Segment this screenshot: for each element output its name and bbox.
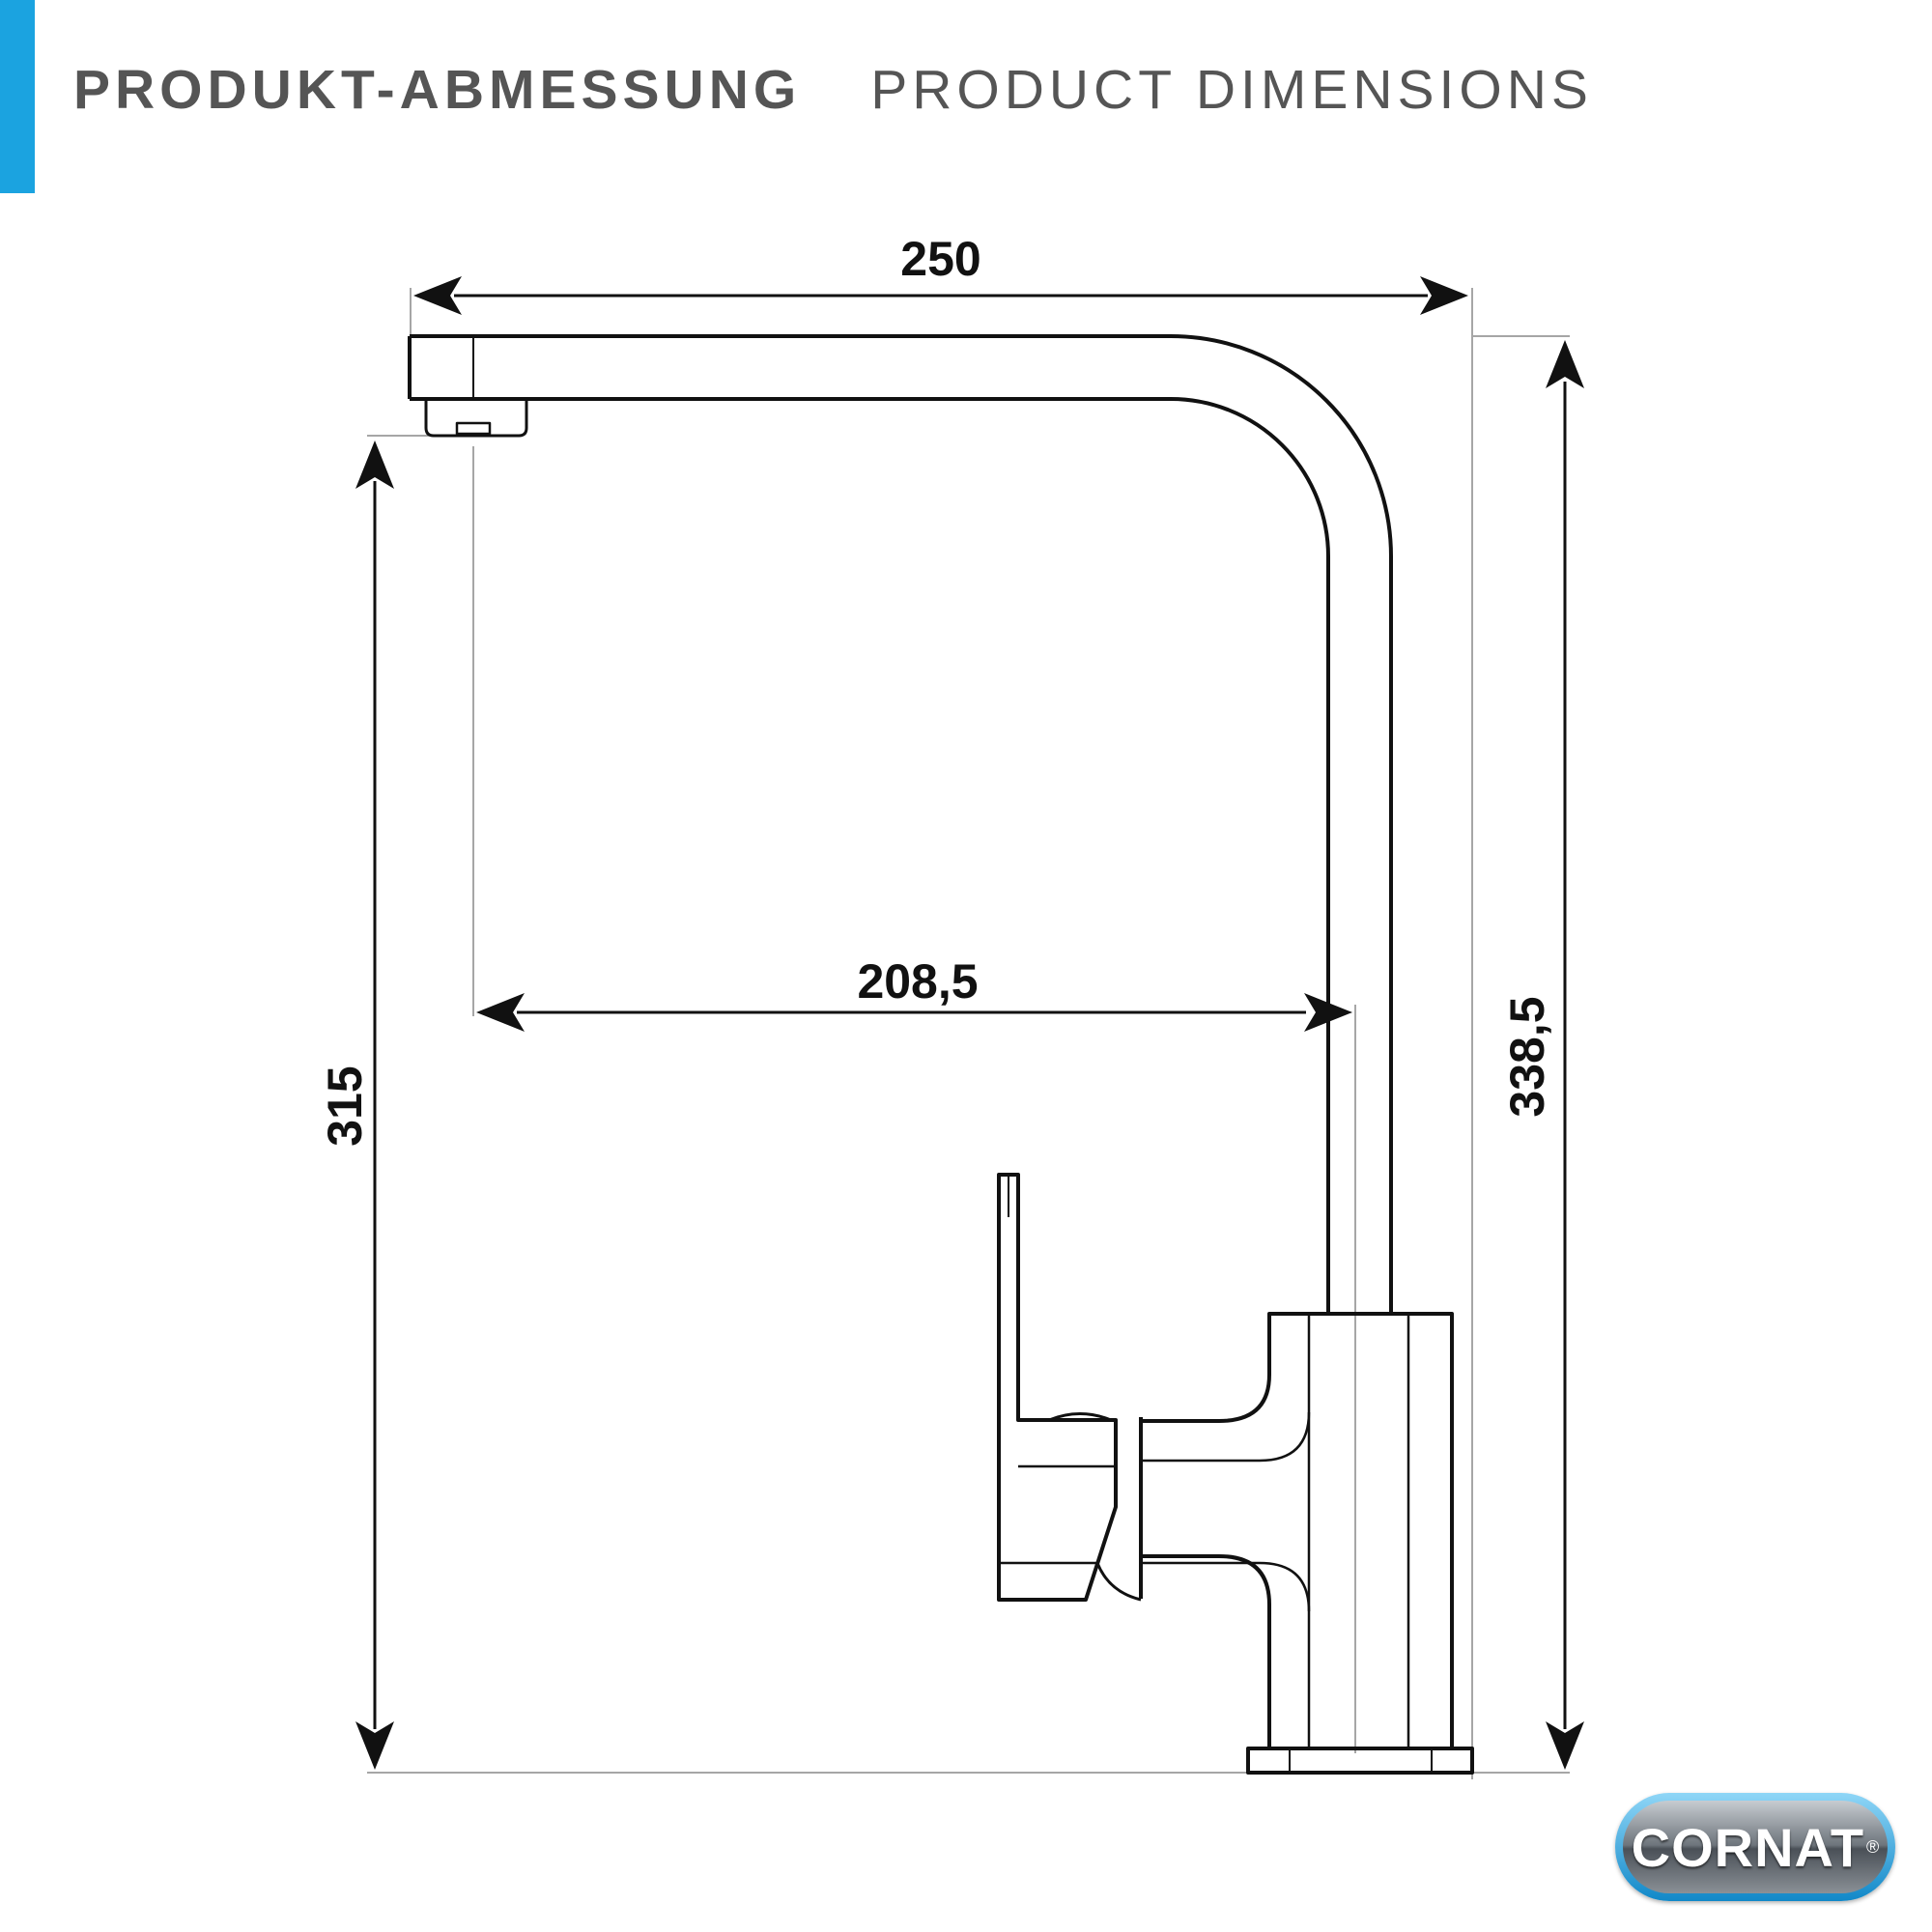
lever-handle bbox=[997, 1173, 1118, 1602]
faucet-body bbox=[1139, 1312, 1454, 1750]
logo-text: CORNAT bbox=[1631, 1816, 1865, 1878]
base-plate bbox=[1246, 1747, 1474, 1775]
dimension-width-250 bbox=[413, 276, 1468, 315]
label-width: 250 bbox=[900, 232, 980, 286]
page-header: PRODUKT-ABMESSUNG PRODUCT DIMENSIONS bbox=[73, 56, 1593, 124]
dimension-height-338 bbox=[1546, 340, 1584, 1770]
registered-mark: ® bbox=[1866, 1836, 1880, 1857]
logo-badge: CORNAT® bbox=[1623, 1801, 1888, 1893]
title-german: PRODUKT-ABMESSUNG bbox=[73, 59, 802, 121]
label-spout-height: 315 bbox=[318, 1065, 372, 1146]
aerator bbox=[424, 399, 528, 438]
cornat-logo: CORNAT® bbox=[1615, 1793, 1895, 1901]
accent-bar bbox=[0, 0, 35, 193]
label-total-height: 338,5 bbox=[1500, 996, 1554, 1117]
spout-arm bbox=[410, 334, 1393, 1314]
faucet-outline bbox=[408, 334, 1474, 1775]
spout-arm-inner bbox=[410, 397, 1330, 1314]
title-english: PRODUCT DIMENSIONS bbox=[870, 59, 1593, 121]
label-reach: 208,5 bbox=[857, 954, 978, 1009]
dimension-height-315 bbox=[355, 440, 394, 1770]
dimension-reach-208 bbox=[476, 993, 1352, 1032]
